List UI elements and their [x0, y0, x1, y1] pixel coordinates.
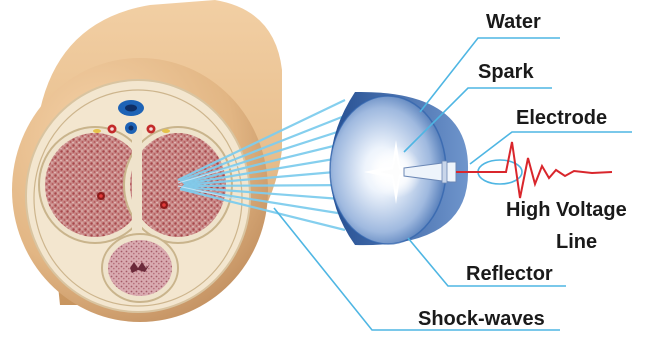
- leader-electrode: [470, 132, 632, 164]
- label-electrode: Electrode: [516, 107, 607, 129]
- label-water: Water: [486, 11, 541, 33]
- label-reflector: Reflector: [466, 263, 553, 285]
- label-high-voltage-2: Line: [556, 231, 597, 253]
- label-spark: Spark: [478, 61, 534, 83]
- label-high-voltage-1: High Voltage: [506, 199, 627, 221]
- label-shock-waves: Shock-waves: [418, 308, 545, 330]
- tissue-cross-section: [12, 0, 282, 322]
- high-voltage-trace: [456, 142, 612, 198]
